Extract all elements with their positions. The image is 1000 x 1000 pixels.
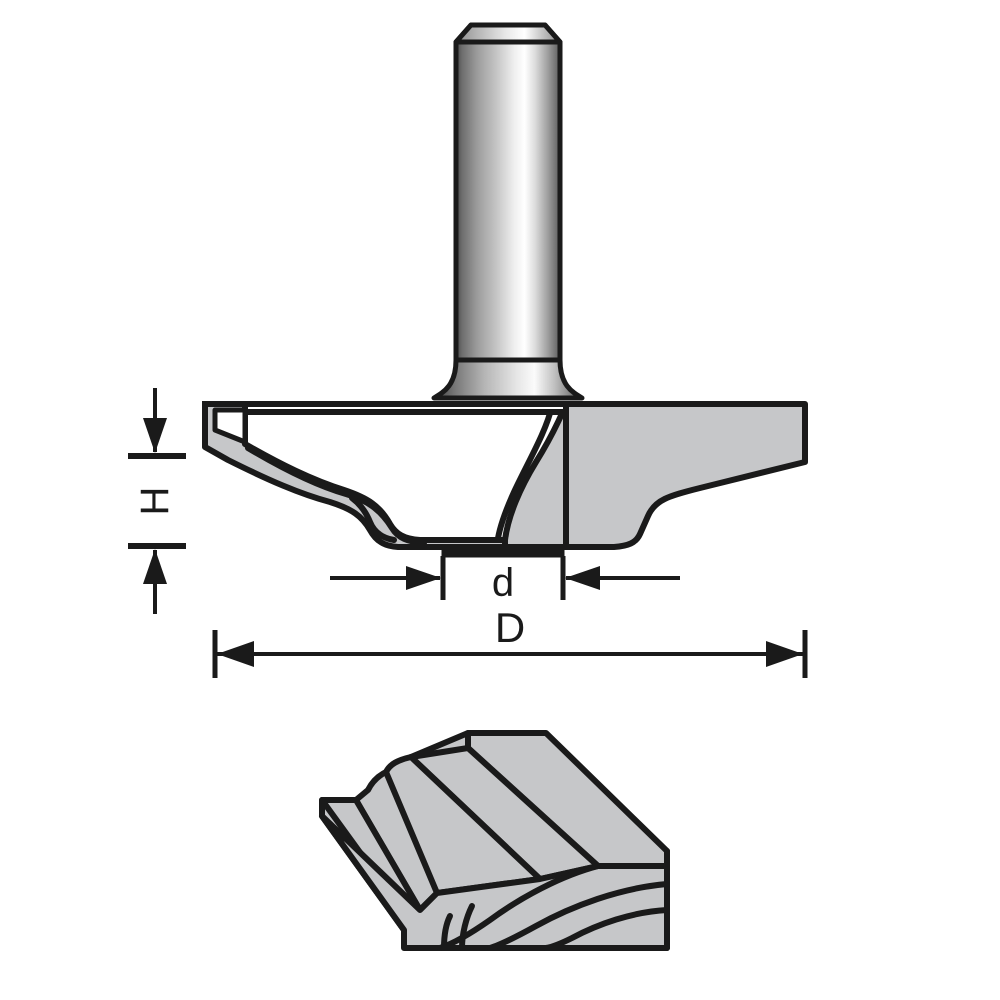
shank-top-chamfer [453,22,563,45]
shank-base-fillet [431,357,585,401]
cutter-bottom-flat [441,545,565,558]
cutter-head-left-pocket [212,407,248,445]
cutter-head-gullet [502,401,569,550]
wood-end-ogee-curve-three [543,907,670,951]
wood-end-ogee-curve-one [437,863,601,951]
wood-end-bead-curve [441,913,453,951]
dimension-big-d-label: D [495,604,525,651]
router-bit-shank [431,22,585,401]
dimension-d: d [330,556,680,605]
carbide-cutting-edge-left [202,401,508,550]
dimension-h-label: H [133,487,177,516]
big-d-left-arrowhead [217,641,254,667]
cutter-head-relief-line-outer [245,445,427,546]
wood-front-slab [319,813,670,951]
dimension-h: H [128,388,186,614]
cutter-head-top-flat [202,401,569,415]
dimension-big-d: D [212,604,808,678]
big-d-right-arrowhead [766,641,803,667]
shank-body [453,22,563,401]
wood-end-bead-curve-two [459,903,475,951]
h-upper-arrowhead [143,418,167,453]
machined-wood-profile-sample [319,730,670,951]
wood-end-ogee-curve-two [487,881,670,951]
d-left-arrowhead [406,566,441,590]
cutter-head-right-body [563,401,808,550]
cutter-head-step-detail [349,495,397,543]
ogee-raised-panel-cutter-head [202,401,808,558]
dimension-d-label: d [492,561,514,605]
cutter-head-gullet-inner-line [494,403,555,549]
